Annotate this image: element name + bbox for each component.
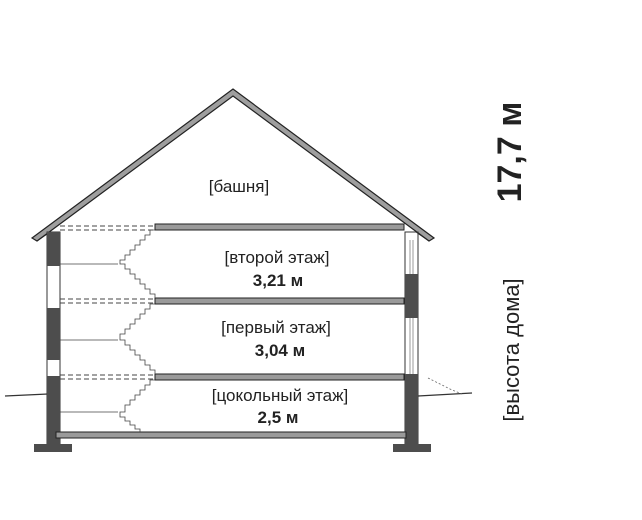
- roof: [30, 88, 436, 242]
- slab-ground: [55, 431, 407, 439]
- first-floor-label: [первый этаж]: [221, 318, 331, 337]
- right-wall-segment: [405, 274, 418, 318]
- ground-line-left: [4, 393, 49, 397]
- first-floor-height: 3,04 м: [255, 341, 305, 360]
- basement-height: 2,5 м: [258, 408, 299, 427]
- left-wall-segment: [47, 308, 60, 360]
- second-floor-height: 3,21 м: [253, 271, 303, 290]
- tower-label: [башня]: [209, 177, 269, 196]
- left-wall-segment: [47, 232, 60, 266]
- total-height-label: [высота дома]: [499, 278, 524, 421]
- second-floor-label: [второй этаж]: [224, 248, 329, 267]
- footing-right: [393, 444, 431, 452]
- stair-flight: [119, 379, 155, 432]
- slab-attic: [154, 223, 405, 231]
- footing-left: [34, 444, 72, 452]
- stair-flight: [119, 229, 156, 298]
- slab-first: [154, 373, 405, 381]
- basement-label: [цокольный этаж]: [212, 386, 348, 405]
- slab-second: [154, 297, 405, 305]
- ground-slope-right: [427, 377, 463, 395]
- left-wall-segment: [47, 376, 60, 444]
- ground-line-right: [417, 392, 473, 397]
- total-height-value: 17,7 м: [491, 102, 529, 203]
- stair-flight: [119, 303, 156, 374]
- right-wall-segment: [405, 374, 418, 444]
